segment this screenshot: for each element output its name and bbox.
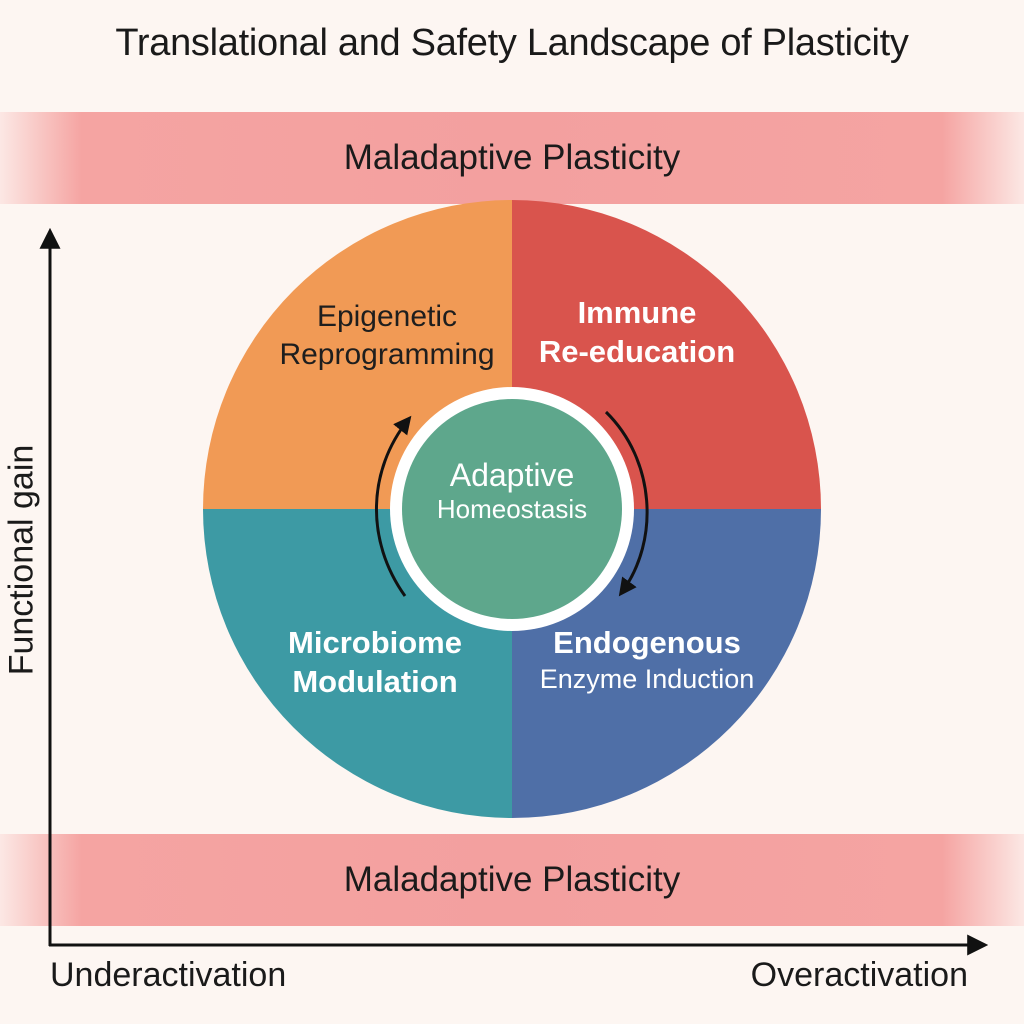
label-adaptive-line1: Adaptive	[449, 457, 575, 493]
label-epigenetic-reprogramming: Epigenetic Reprogramming	[262, 298, 512, 373]
maladaptive-band-bottom-label: Maladaptive Plasticity	[343, 860, 681, 899]
label-microbiome-line2: Modulation	[292, 663, 458, 699]
label-immune-line2: Re-education	[538, 333, 736, 369]
center-circle	[402, 399, 622, 619]
label-epigenetic-line2: Reprogramming	[279, 337, 495, 371]
cycle-arrow-right	[604, 410, 649, 597]
label-adaptive-line2: Homeostasis	[436, 494, 588, 525]
cycle-arrow-left	[374, 415, 412, 597]
x-axis-label-right: Overactivation	[750, 956, 968, 994]
label-endogenous-line2: Enzyme Induction	[539, 663, 755, 694]
x-axis-label-left: Underactivation	[50, 956, 287, 994]
label-endogenous-enzyme-induction: Endogenous Enzyme Induction	[512, 624, 782, 697]
label-microbiome-modulation: Microbiome Modulation	[250, 624, 500, 702]
label-microbiome-line1: Microbiome	[288, 625, 462, 660]
maladaptive-band-bottom: Maladaptive Plasticity	[0, 834, 1024, 926]
label-adaptive-homeostasis: Adaptive Homeostasis	[412, 456, 612, 526]
label-endogenous-line1: Endogenous	[553, 625, 741, 660]
diagram-title: Translational and Safety Landscape of Pl…	[115, 22, 909, 64]
label-epigenetic-line1: Epigenetic	[316, 300, 458, 333]
maladaptive-band-top-label: Maladaptive Plasticity	[343, 138, 681, 177]
y-axis-label: Functional gain	[2, 444, 41, 676]
maladaptive-band-top: Maladaptive Plasticity	[0, 112, 1024, 204]
label-immune-line1: Immune	[577, 295, 697, 330]
label-immune-reeducation: Immune Re-education	[512, 294, 762, 372]
